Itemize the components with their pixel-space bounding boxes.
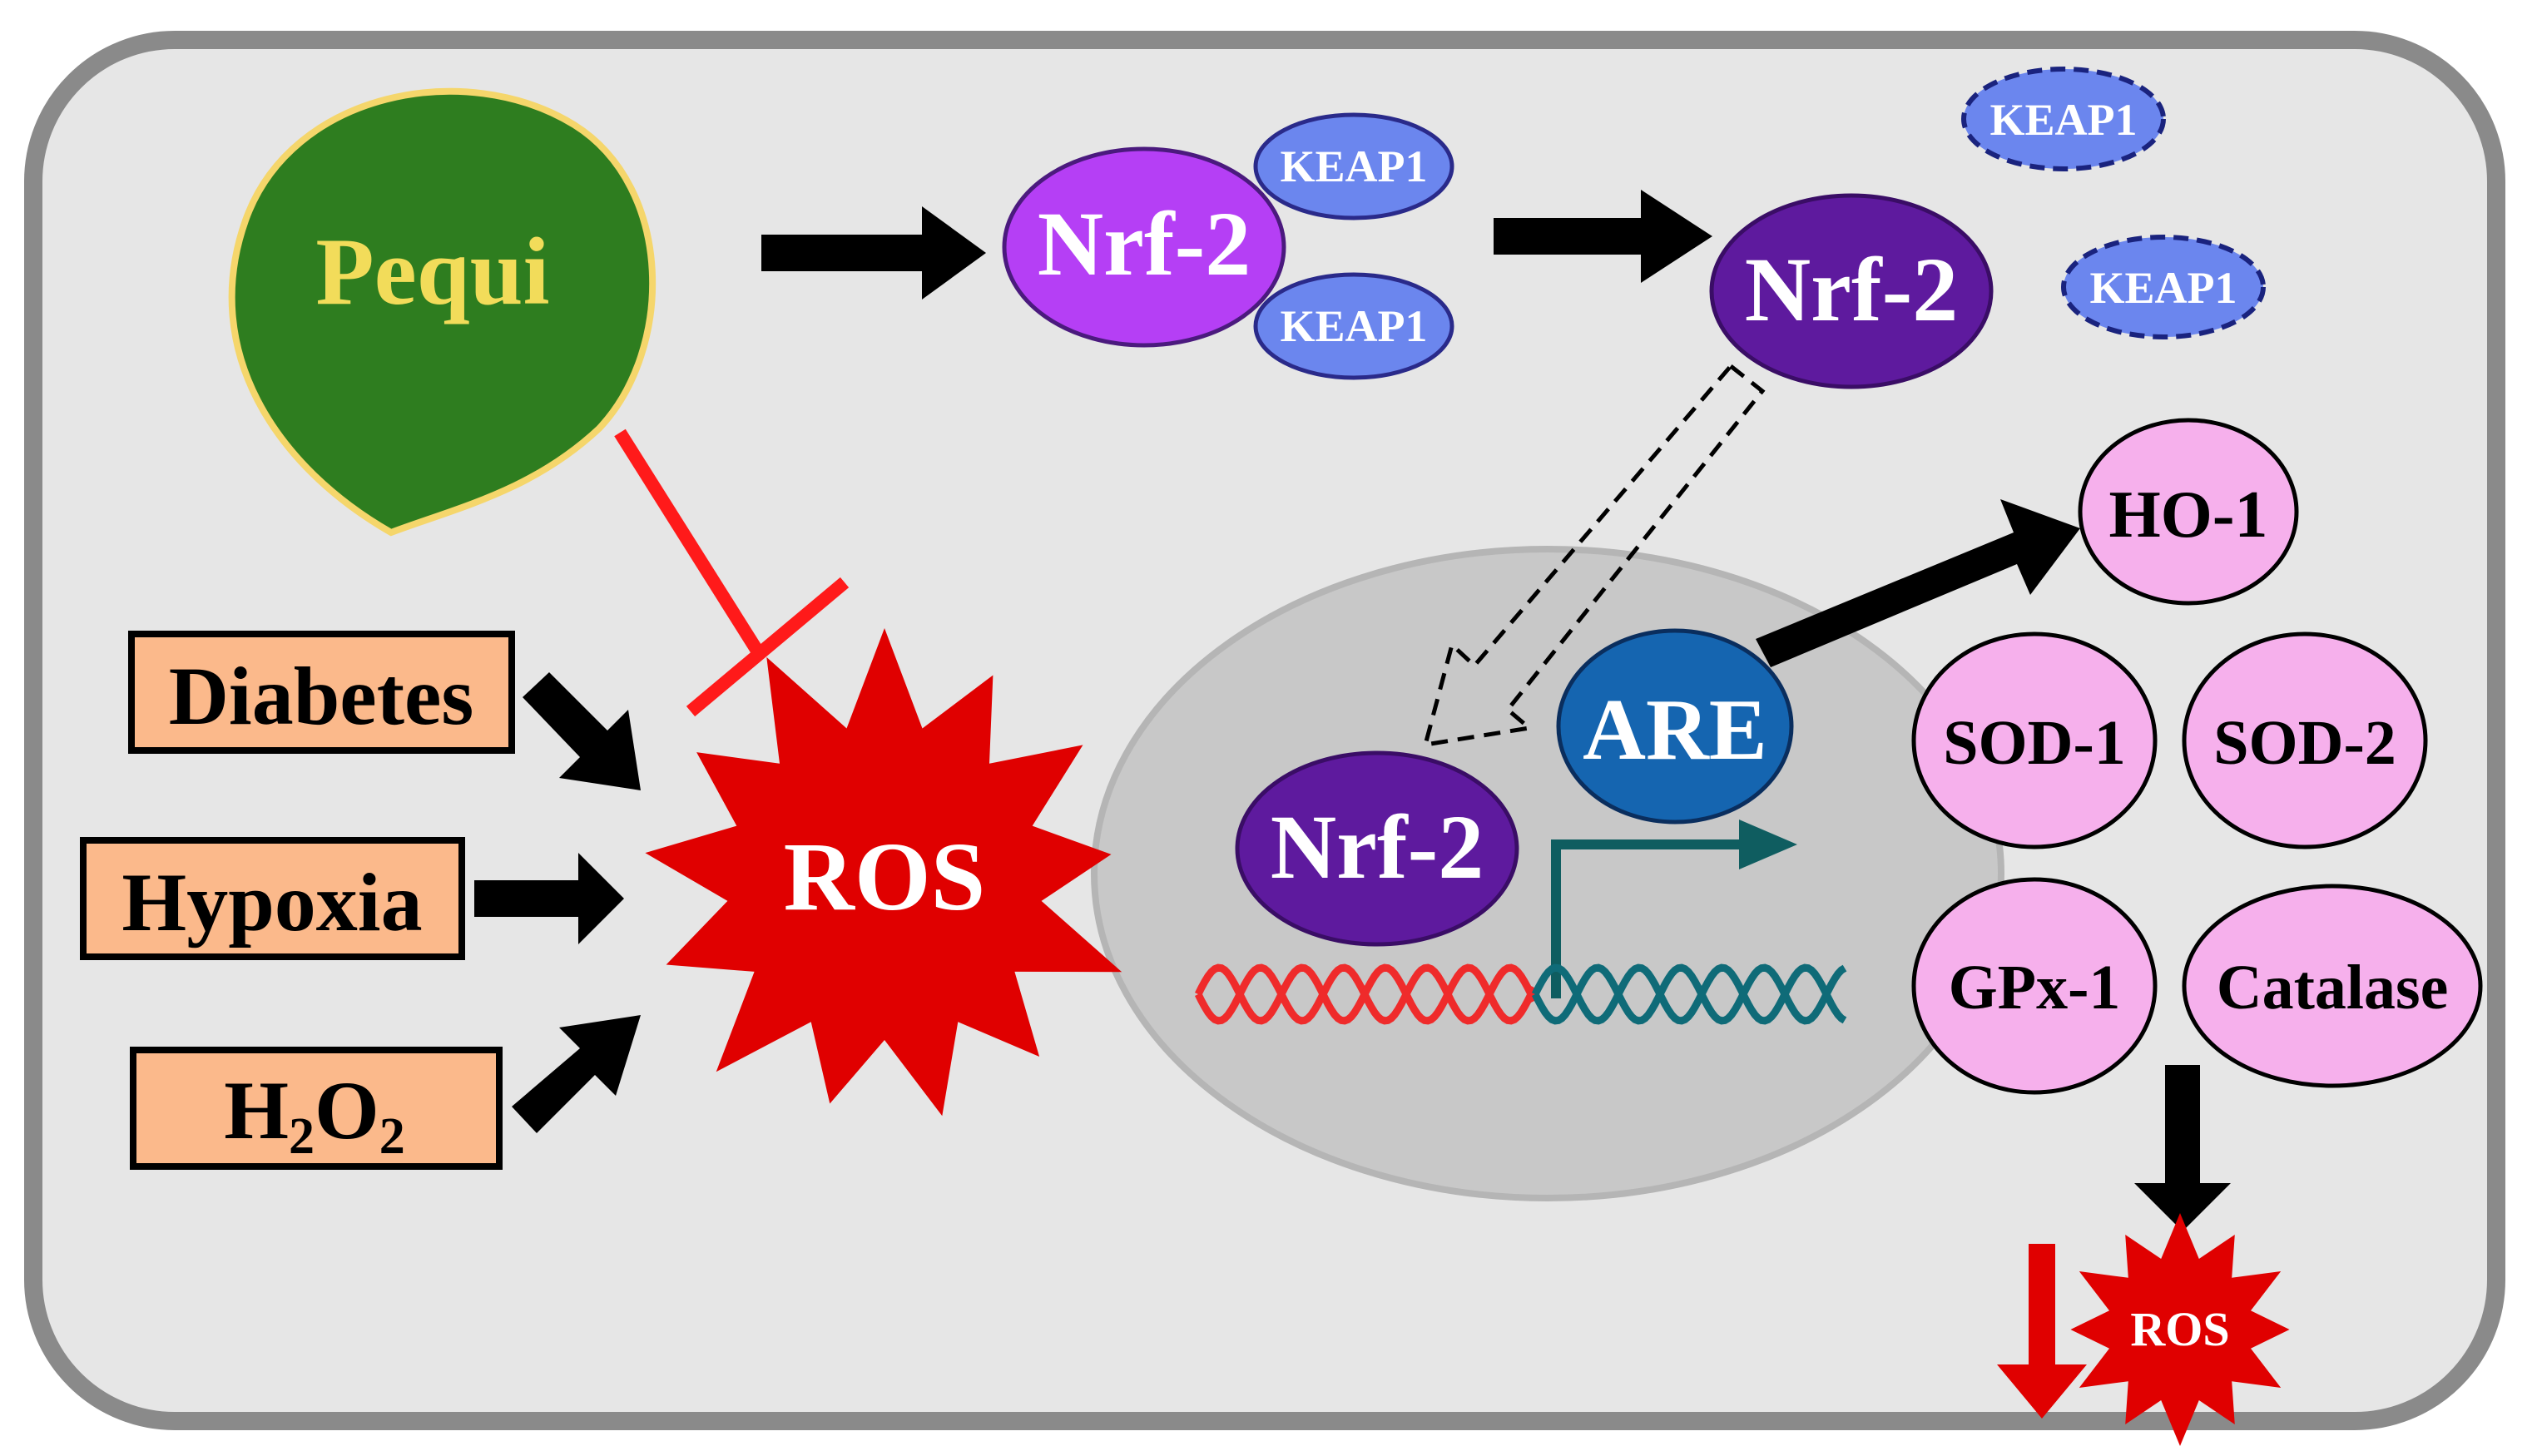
ros-main-burst: ROS [645,628,1122,1117]
arrow-complex-to-free-nrf2 [1494,190,1712,283]
ros-small-burst: ROS [2070,1213,2290,1446]
keap1-released-top [1961,67,2166,171]
nrf2-complexed [1002,146,1286,348]
translocation-arrow [1422,363,1766,748]
svg-text:Nrf-2: Nrf-2 [1271,796,1484,898]
keap1-lower [1253,272,1454,380]
nrf2-keap1-complex: KEAP1 KEAP1 Nrf-2 [1002,112,1454,380]
stressor-hypoxia: Hypoxia [80,837,465,960]
svg-text:ROS: ROS [784,822,986,931]
enzyme-catalase: Catalase [2182,884,2483,1088]
stressor-diabetes: Diabetes [128,631,515,754]
svg-text:SOD-1: SOD-1 [1943,708,2126,778]
svg-text:Nrf-2: Nrf-2 [1038,193,1251,295]
svg-text:ROS: ROS [2130,1302,2229,1356]
dna-helix [1194,963,1847,1025]
enzyme-sod2: SOD-2 [2182,631,2428,849]
arrow-enzymes-to-ros [2134,1065,2231,1231]
arrow-are-to-ho1 [1756,499,2080,667]
transcription-start-arrow [1551,820,1797,998]
keap1-released-bottom [2061,235,2266,339]
svg-text:KEAP1: KEAP1 [1280,301,1427,351]
nrf2-free: Nrf-2 [1709,193,1994,389]
arrow-pequi-to-complex [761,206,986,300]
svg-text:H2O2: H2O2 [224,1064,405,1165]
enzyme-gpx1: GPx-1 [1911,877,2158,1095]
svg-text:Hypoxia: Hypoxia [121,856,422,948]
svg-text:ARE: ARE [1583,681,1767,778]
svg-text:KEAP1: KEAP1 [2089,263,2237,313]
keap1-released: KEAP1 KEAP1 [1961,67,2266,339]
arrow-h2o2-to-ros [512,1015,641,1133]
svg-text:Catalase: Catalase [2217,953,2449,1023]
pequi-fruit: Pequi [228,87,657,537]
decrease-arrow [1997,1244,2087,1419]
are-element: ARE [1556,628,1794,825]
svg-text:KEAP1: KEAP1 [1989,95,2137,145]
keap1-upper [1253,112,1454,220]
nrf2-nuclear: Nrf-2 [1235,750,1519,947]
svg-text:KEAP1: KEAP1 [1280,141,1427,191]
inhibition-arrow [614,428,850,717]
svg-text:GPx-1: GPx-1 [1949,953,2121,1023]
svg-text:Diabetes: Diabetes [169,650,474,742]
arrow-diabetes-to-ros [523,672,641,790]
enzyme-ho1: HO-1 [2078,418,2299,606]
svg-text:HO-1: HO-1 [2108,478,2267,552]
pequi-label: Pequi [315,219,549,324]
svg-text:Nrf-2: Nrf-2 [1745,239,1959,340]
svg-text:SOD-2: SOD-2 [2213,708,2396,778]
nucleus [1091,546,2004,1201]
enzyme-sod1: SOD-1 [1911,631,2158,849]
arrow-hypoxia-to-ros [474,853,624,944]
stressor-h2o2: H2O2 [130,1047,503,1170]
